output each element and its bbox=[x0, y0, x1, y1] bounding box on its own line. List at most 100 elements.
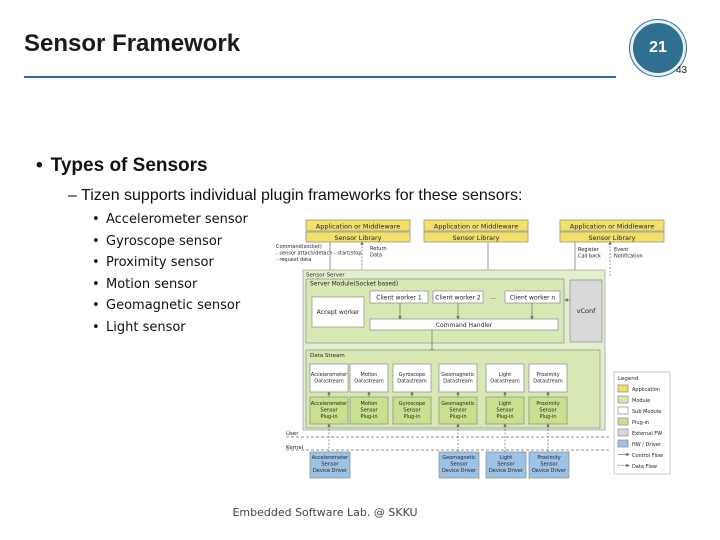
legend-item-label: Plug-in bbox=[632, 420, 649, 426]
legend-item-label: Control Flow bbox=[632, 453, 663, 459]
app-box bbox=[423, 219, 529, 232]
footer: Embedded Software Lab. @ SKKU bbox=[232, 506, 418, 519]
legend-item-label: Sub Module bbox=[632, 409, 661, 415]
bullet-dot-icon: • bbox=[92, 276, 100, 292]
return-data-annotation: Return bbox=[370, 246, 387, 252]
sensor-server-label: Sensor Server bbox=[306, 273, 345, 279]
legend-swatch bbox=[617, 417, 629, 426]
device-driver-box bbox=[438, 451, 480, 479]
legend-swatch bbox=[617, 428, 629, 437]
title-divider bbox=[24, 76, 616, 78]
sensor-library-label: Sensor Library bbox=[334, 234, 381, 242]
sensor-name: Accelerometer sensor bbox=[106, 212, 248, 227]
client-worker-label: Client worker 1 bbox=[376, 295, 422, 302]
datastream-label: Motion bbox=[361, 372, 378, 378]
device-driver-box bbox=[485, 451, 527, 479]
sub-page-number: 43 bbox=[676, 65, 688, 76]
device-driver-label: Light bbox=[500, 455, 513, 461]
legend-item-label: External FW bbox=[632, 431, 662, 437]
bullet-l1-text: Types of Sensors bbox=[50, 155, 208, 176]
sensor-plugin-label: Light bbox=[499, 401, 512, 407]
sensor-plugin-label: Plug-in bbox=[496, 414, 513, 420]
sensor-plugin-box bbox=[485, 396, 525, 425]
bullet-dot-icon: • bbox=[92, 298, 100, 314]
sensor-plugin-label: Plug-in bbox=[449, 414, 466, 420]
slide-number-badge: 21 bbox=[630, 20, 686, 76]
legend-swatch bbox=[617, 406, 629, 415]
vconf-box bbox=[569, 279, 603, 343]
datastream-label: Light bbox=[499, 372, 512, 378]
bullet-dot-icon: • bbox=[36, 155, 43, 176]
sensor-plugin-label: Sensor bbox=[320, 408, 338, 414]
legend-item-label: Module bbox=[632, 398, 650, 404]
sensor-plugin-label: Gyroscope bbox=[399, 401, 426, 407]
sensor-plugin-label: Proximity bbox=[536, 401, 559, 407]
app-label: Application or Middleware bbox=[570, 223, 654, 231]
sensor-plugin-box bbox=[349, 396, 389, 425]
sensor-list-item: • Light sensor bbox=[92, 317, 248, 339]
app-label: Application or Middleware bbox=[434, 223, 518, 231]
datastream-box bbox=[349, 363, 389, 393]
datastream-label: Datastream bbox=[397, 379, 427, 385]
sensor-plugin-label: Sensor bbox=[449, 408, 467, 414]
sensor-list-item: • Geomagnetic sensor bbox=[92, 295, 248, 317]
datastream-box bbox=[485, 363, 525, 393]
data-stream-label: Data Stream bbox=[310, 353, 345, 359]
client-worker-label: Client worker n bbox=[510, 295, 556, 302]
sensor-plugin-box bbox=[309, 396, 349, 425]
bullet-dot-icon: • bbox=[92, 233, 100, 249]
device-driver-box bbox=[309, 451, 351, 479]
sensor-plugin-label: Sensor bbox=[539, 408, 557, 414]
register-callback-annotation: Register bbox=[578, 247, 600, 253]
sensor-plugin-label: Plug-in bbox=[539, 414, 556, 420]
legend-item-label: Application bbox=[632, 387, 660, 393]
sensor-name: Gyroscope sensor bbox=[106, 233, 223, 249]
bullet-dot-icon: • bbox=[92, 319, 100, 335]
device-driver-label: Sensor bbox=[497, 462, 515, 468]
kernel-space-label: Kernel bbox=[286, 445, 304, 451]
client-worker-box bbox=[369, 290, 429, 304]
sensor-name: Light sensor bbox=[106, 319, 186, 335]
sensor-library-box bbox=[423, 231, 529, 243]
bullet-level-1: • Types of Sensors bbox=[36, 155, 208, 177]
device-driver-label: Device Driver bbox=[442, 468, 477, 474]
device-driver-label: Sensor bbox=[450, 462, 468, 468]
datastream-box bbox=[392, 363, 432, 393]
accept-worker-label: Accept worker bbox=[317, 309, 360, 316]
datastream-label: Accelerometer bbox=[311, 372, 348, 378]
vconf-label: vConf bbox=[577, 307, 596, 315]
sensor-plugin-box bbox=[392, 396, 432, 425]
sensor-plugin-label: Sensor bbox=[403, 408, 421, 414]
device-driver-label: Device Driver bbox=[532, 468, 567, 474]
command-annotation: Command(socket) bbox=[276, 244, 322, 250]
datastream-label: Datastream bbox=[354, 379, 384, 385]
sensor-list: •Accelerometer sensor•Gyroscope sensor•P… bbox=[92, 209, 248, 339]
device-driver-label: Device Driver bbox=[313, 468, 348, 474]
bullet-level-2: – Tizen supports individual plugin frame… bbox=[68, 187, 523, 204]
sensor-list-item: •Motion sensor bbox=[92, 274, 248, 296]
device-driver-label: Proximity bbox=[537, 455, 560, 461]
sensor-name: Geomagnetic sensor bbox=[106, 298, 241, 314]
client-worker-box bbox=[504, 290, 561, 304]
sensor-plugin-label: Plug-in bbox=[403, 414, 420, 420]
legend-swatch bbox=[617, 384, 629, 393]
sensor-library-box bbox=[305, 231, 411, 243]
slide-title: Sensor Framework bbox=[24, 30, 241, 57]
app-box bbox=[559, 219, 665, 232]
device-driver-label: Sensor bbox=[321, 462, 339, 468]
bullet-dot-icon: • bbox=[92, 255, 100, 271]
sensor-library-box bbox=[559, 231, 665, 243]
return-data-annotation: Data bbox=[370, 253, 382, 259]
legend-item-label: Data Flow bbox=[632, 464, 657, 470]
datastream-label: Datastream bbox=[533, 379, 563, 385]
legend-item-label: HW / Driver bbox=[632, 442, 662, 448]
sensor-plugin-label: Accelerometer bbox=[311, 401, 348, 407]
server-module-label: Server Module(Socket based) bbox=[310, 281, 398, 288]
command-handler-box bbox=[369, 318, 559, 331]
command-annotation: - sensor attach/detach - start/stop bbox=[276, 251, 362, 257]
sensor-plugin-label: Sensor bbox=[360, 408, 378, 414]
event-notification-annotation: Event bbox=[614, 247, 628, 253]
sensor-library-label: Sensor Library bbox=[588, 234, 635, 242]
command-annotation: - request data bbox=[276, 257, 311, 263]
